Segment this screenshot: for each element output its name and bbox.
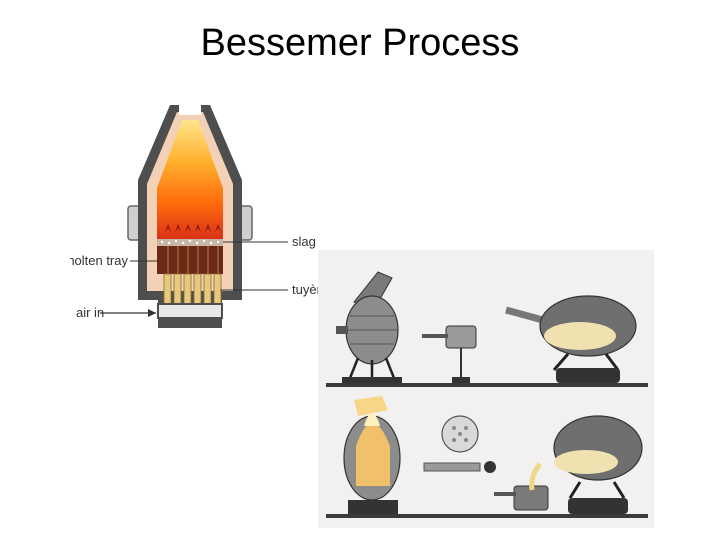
tuyere-plate xyxy=(442,416,478,452)
lower-shelf xyxy=(326,514,648,518)
converter-mouth xyxy=(179,105,201,115)
upper-shelf xyxy=(326,383,648,387)
pipe-fitting xyxy=(484,461,496,473)
bessemer-converter-diagram: molten tray slag tuyères air in xyxy=(70,100,330,340)
air-box xyxy=(158,304,222,318)
molten-metal xyxy=(157,246,223,274)
label-slag: slag xyxy=(292,234,316,249)
tuyere-pipe xyxy=(424,463,480,471)
label-air-in: air in xyxy=(76,305,104,320)
bessemer-stages-illustration xyxy=(318,250,654,528)
slide-title: Bessemer Process xyxy=(0,22,720,65)
air-in-arrow xyxy=(100,309,156,317)
label-molten-tray: molten tray xyxy=(70,253,128,268)
